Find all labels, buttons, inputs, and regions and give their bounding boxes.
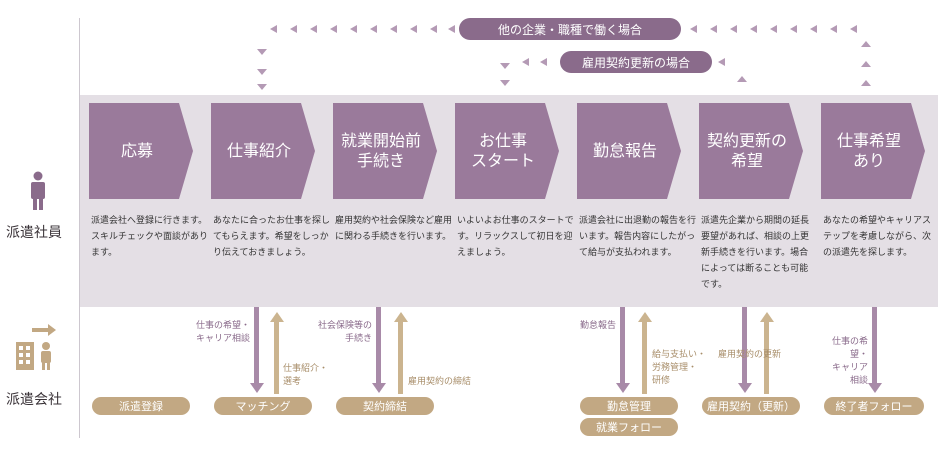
arrow-up-head bbox=[760, 312, 774, 322]
step-job-intro: 仕事紹介 bbox=[211, 103, 315, 199]
row-label-company: 派遣会社 bbox=[6, 392, 62, 408]
arrow-down-head bbox=[616, 383, 630, 393]
step-label: 勤怠報告 bbox=[592, 141, 657, 160]
row-label-staff: 派遣社員 bbox=[6, 225, 62, 241]
step-label: 仕事紹介 bbox=[226, 141, 291, 160]
step-attendance-report: 勤怠報告 bbox=[577, 103, 681, 199]
step-job-wish: 仕事希望 あり bbox=[821, 103, 925, 199]
route-contract-renewal: 雇用契約更新の場合 bbox=[560, 51, 712, 73]
step-desc: いよいよお仕事のスタートです。リラックスして初日を迎えましょう。 bbox=[457, 216, 574, 258]
step-label: 契約更新の 希望 bbox=[706, 131, 787, 170]
arrow-down-head bbox=[868, 383, 882, 393]
step-apply-shape bbox=[89, 103, 193, 199]
action-registration: 派遣登録 bbox=[92, 397, 190, 415]
route-other-company: 他の企業・職種で働く場合 bbox=[459, 18, 681, 40]
arrow-down bbox=[620, 307, 625, 383]
arrow-up bbox=[764, 322, 769, 394]
arrow-down bbox=[872, 307, 877, 383]
step-pre-employment: 就業開始前 手続き bbox=[333, 103, 437, 199]
annotation-attendance-report: 勤怠報告 bbox=[579, 321, 616, 331]
arrow-down bbox=[376, 307, 381, 383]
step-label: 仕事希望 あり bbox=[836, 131, 901, 170]
arrow-up-head bbox=[638, 312, 652, 322]
arrow-up-head bbox=[394, 312, 408, 322]
annotation-career-consult: 仕事の希望・ キャリア相談 bbox=[195, 321, 250, 344]
step-apply: 応募 bbox=[89, 103, 193, 199]
annotation-insurance: 社会保険等の 手続き bbox=[317, 321, 372, 344]
step-desc: 雇用契約や社会保険など雇用に関わる手続きを行います。 bbox=[335, 216, 453, 242]
arrow-down-head bbox=[372, 383, 386, 393]
action-end-follow: 終了者フォロー bbox=[824, 397, 924, 415]
step-label: 就業開始前 手続き bbox=[340, 131, 421, 170]
company-icon bbox=[14, 322, 64, 376]
action-contract: 契約締結 bbox=[336, 397, 434, 415]
annotation-contract-renewal: 雇用契約の更新 bbox=[718, 350, 782, 360]
route-arrows bbox=[257, 25, 871, 90]
annotation-career-consult-2: 仕事の希望・ キャリア相談 bbox=[831, 337, 868, 386]
arrow-down bbox=[254, 307, 259, 383]
annotation-contract-signing: 雇用契約の締結 bbox=[408, 377, 472, 387]
arrow-up bbox=[642, 322, 647, 394]
step-desc: 派遣先企業から期間の延長要望があれば、相談の上更新手続きを行います。場合によって… bbox=[701, 216, 810, 290]
arrow-down-head bbox=[738, 383, 752, 393]
annotation-intro-selection: 仕事紹介・ 選考 bbox=[283, 364, 329, 387]
step-label: 応募 bbox=[120, 141, 153, 160]
step-desc: 派遣会社に出退勤の報告を行います。報告内容にしたがって給与が支払われます。 bbox=[579, 216, 697, 258]
annotation-salary: 給与支払い・ 労務管理・ 研修 bbox=[652, 350, 707, 386]
arrow-up bbox=[274, 322, 279, 394]
action-work-follow: 就業フォロー bbox=[580, 418, 678, 436]
step-renewal-wish: 契約更新の 希望 bbox=[699, 103, 803, 199]
divider-line bbox=[79, 18, 80, 438]
arrow-down bbox=[742, 307, 747, 383]
arrow-down-head bbox=[250, 383, 264, 393]
action-attendance-management: 勤怠管理 bbox=[580, 397, 678, 415]
step-desc: あなたに合ったお仕事を探してもらえます。希望をしっかり伝えておきましょう。 bbox=[213, 216, 331, 258]
arrow-up-head bbox=[270, 312, 284, 322]
action-contract-renewal: 雇用契約（更新） bbox=[702, 397, 800, 415]
arrow-up bbox=[398, 322, 403, 394]
action-matching: マッチング bbox=[214, 397, 312, 415]
step-label: お仕事 スタート bbox=[470, 131, 535, 170]
staff-icon bbox=[29, 171, 47, 215]
step-desc: あなたの希望やキャリアステップを考慮しながら、次の派遣先を探します。 bbox=[823, 216, 932, 258]
step-desc: 派遣会社へ登録に行きます。スキルチェックや面談があります。 bbox=[91, 216, 209, 258]
step-work-start: お仕事 スタート bbox=[455, 103, 559, 199]
